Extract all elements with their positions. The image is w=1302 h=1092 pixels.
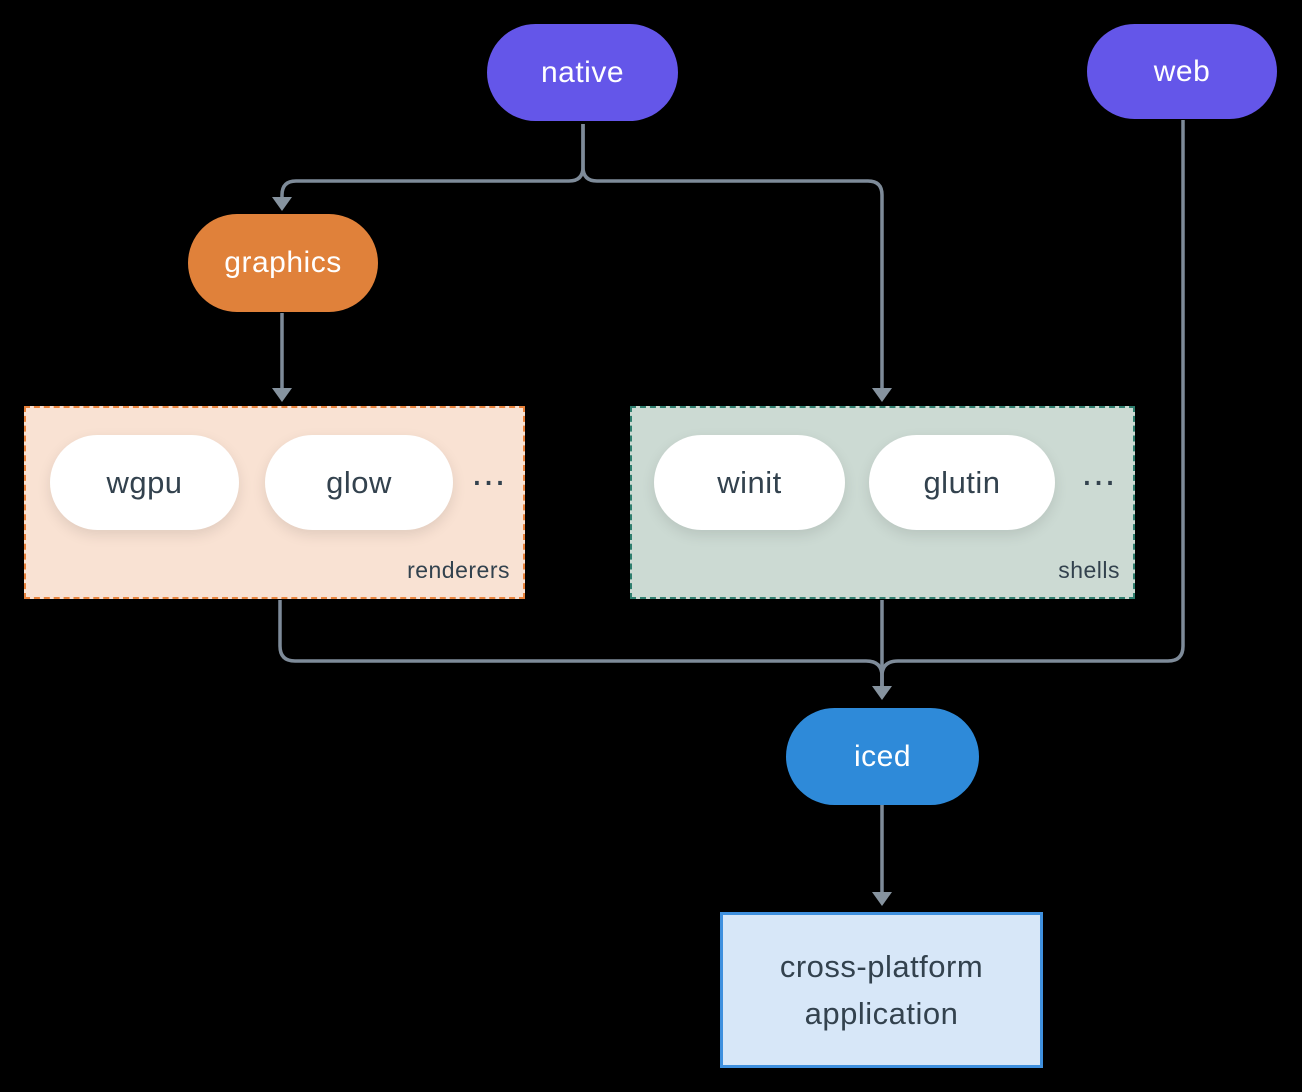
node-wgpu: wgpu bbox=[50, 435, 239, 530]
node-graphics: graphics bbox=[188, 214, 378, 312]
edge-native-to-graphics bbox=[280, 124, 585, 198]
node-glutin: glutin bbox=[869, 435, 1055, 530]
arrow-into-graphics bbox=[272, 197, 292, 211]
arrow-into-iced bbox=[872, 686, 892, 700]
renderers-label: renderers bbox=[407, 557, 510, 583]
shells-ellipsis: ... bbox=[1081, 452, 1117, 494]
renderers-ellipsis: ... bbox=[471, 452, 507, 494]
group-renderers: wgpu glow ... renderers bbox=[24, 406, 525, 599]
node-iced: iced bbox=[786, 708, 979, 805]
node-glow: glow bbox=[265, 435, 453, 530]
edge-web-to-iced bbox=[880, 120, 1185, 686]
edge-native-to-shells bbox=[581, 124, 884, 388]
edge-renderers-to-iced bbox=[278, 600, 884, 686]
application-label-line2: application bbox=[804, 996, 959, 1031]
node-native: native bbox=[487, 24, 678, 121]
node-cross-platform-application: cross-platform application bbox=[720, 912, 1043, 1068]
application-label-line1: cross-platform bbox=[779, 949, 984, 984]
shells-label: shells bbox=[1058, 557, 1120, 583]
arrow-into-application bbox=[872, 892, 892, 906]
arrow-into-shells bbox=[872, 388, 892, 402]
node-winit: winit bbox=[654, 435, 845, 530]
group-shells: winit glutin ... shells bbox=[630, 406, 1135, 599]
node-web: web bbox=[1087, 24, 1277, 119]
arrow-into-renderers bbox=[272, 388, 292, 402]
